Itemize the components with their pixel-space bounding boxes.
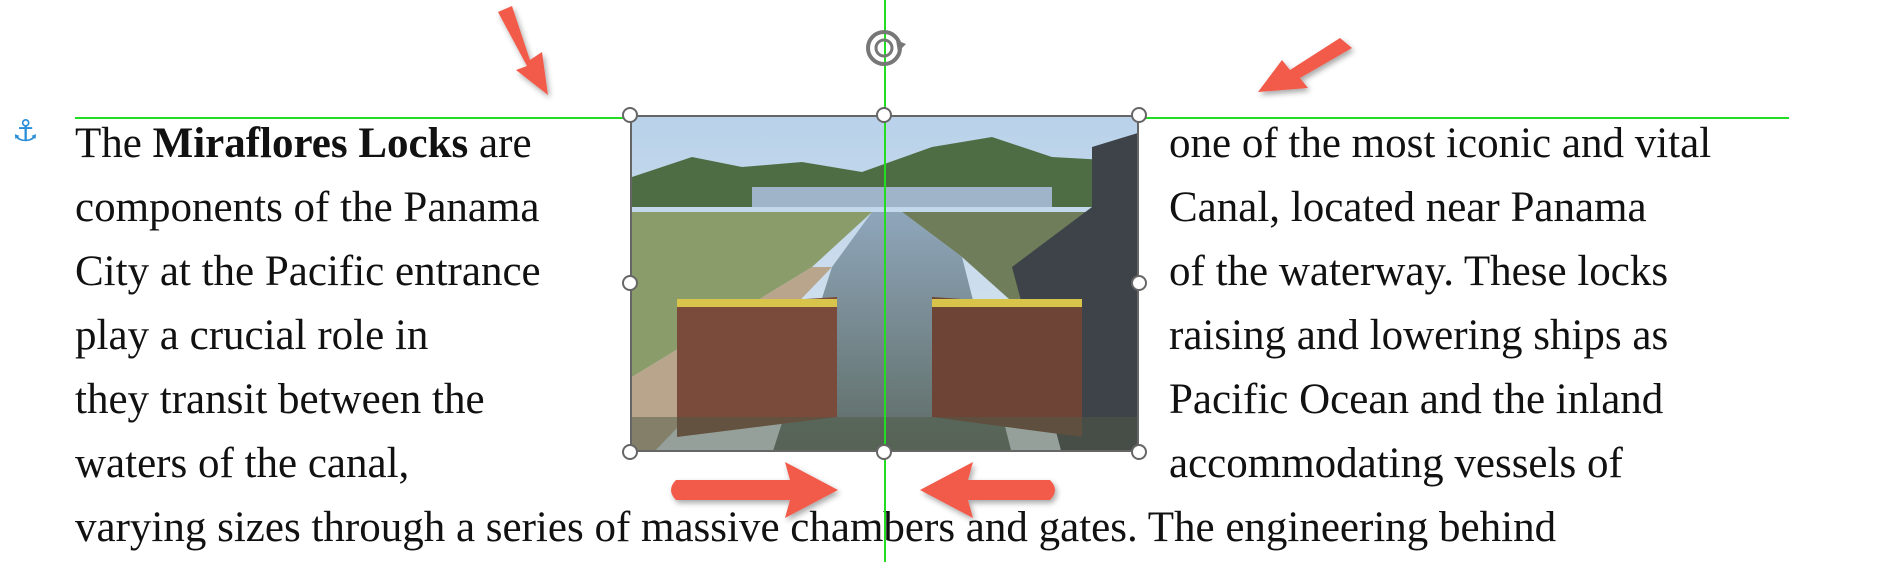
arrow-down-right	[498, 6, 548, 95]
text-line: one of the most iconic and vital	[1169, 120, 1712, 167]
text-line: components of the Panama	[75, 184, 540, 231]
text-line: Pacific Ocean and the inland	[1169, 376, 1664, 423]
resize-handle-bottom[interactable]	[876, 444, 892, 460]
text-line: Canal, located near Panama	[1169, 184, 1647, 231]
text-line: they transit between the	[75, 376, 485, 423]
canal-locks-image[interactable]	[630, 115, 1139, 452]
text-line: The Miraflores Locks are	[75, 120, 532, 167]
resize-handle-top-right[interactable]	[1131, 107, 1147, 123]
resize-handle-right[interactable]	[1131, 275, 1147, 291]
resize-handle-bottom-left[interactable]	[622, 444, 638, 460]
text-line: of the waterway. These locks	[1169, 248, 1669, 295]
arrow-down-left	[1258, 38, 1352, 92]
resize-handle-left[interactable]	[622, 275, 638, 291]
text-line: play a crucial role in	[75, 312, 429, 359]
alignment-guide-vertical	[884, 0, 886, 562]
rotate-handle-icon[interactable]	[862, 26, 908, 75]
text-line: raising and lowering ships as	[1169, 312, 1669, 359]
canal-photo	[632, 117, 1137, 450]
text-line: City at the Pacific entrance	[75, 248, 541, 295]
text-line: varying sizes through a series of massiv…	[75, 504, 1557, 551]
resize-handle-top[interactable]	[876, 107, 892, 123]
resize-handle-bottom-right[interactable]	[1131, 444, 1147, 460]
anchor-icon[interactable]: ⚓	[12, 114, 39, 149]
text-line: waters of the canal,	[75, 440, 410, 487]
resize-handle-top-left[interactable]	[622, 107, 638, 123]
text-line: accommodating vessels of	[1169, 440, 1623, 487]
